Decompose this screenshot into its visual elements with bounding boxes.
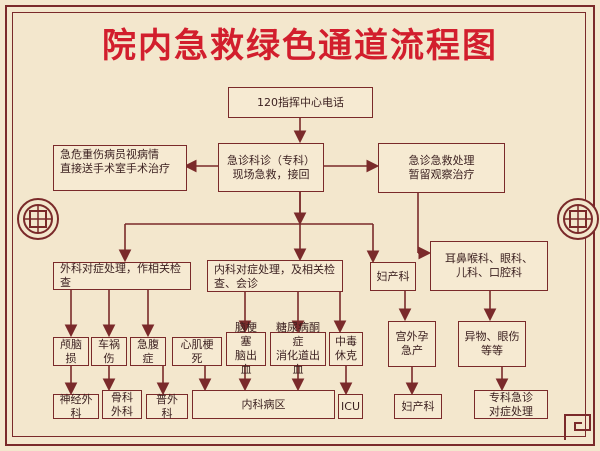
node-general-surgery: 普外科 (146, 393, 188, 420)
node-acute-abdomen: 急腹症 (130, 337, 166, 366)
node-internal-ward: 内科病区 (192, 390, 335, 419)
left-ornament-icon (17, 198, 59, 240)
node-dka-gi-bleed: 糖尿病酮症 消化道出血 (270, 321, 326, 376)
page-title: 院内急救绿色通道流程图 (102, 26, 498, 66)
node-ectopic-delivery: 宫外孕 急产 (388, 321, 436, 367)
node-ent-eye-peds-dental: 耳鼻喉科、眼科、 儿科、口腔科 (430, 241, 548, 291)
node-mi: 心肌梗死 (172, 337, 222, 366)
node-stroke: 脑梗塞 脑出血 (226, 321, 266, 376)
node-neurosurgery: 神经外科 (53, 393, 99, 420)
node-internal-treatment: 内科对症处理，及相关检 查、会诊 (207, 260, 343, 292)
node-icu: ICU (338, 394, 363, 419)
corner-ornament-icon (564, 414, 591, 440)
node-orthopedics: 骨科 外科 (102, 390, 142, 419)
node-er-diagnosis: 急诊科诊（专科） 现场急救，接回 (218, 143, 324, 192)
node-direct-surgery: 急危重伤病员视病情 直接送手术室手术治疗 (53, 145, 187, 191)
node-surgery-treatment: 外科对症处理，作相关检查 (53, 262, 191, 290)
node-head-injury: 颅脑损 (53, 337, 89, 366)
node-foreign-eye-injury: 异物、眼伤 等等 (458, 321, 526, 367)
node-120-call: 120指挥中心电话 (228, 87, 373, 118)
node-gynecology: 妇产科 (370, 262, 416, 291)
right-ornament-icon (557, 198, 599, 240)
node-specialty-emergency: 专科急诊 对症处理 (474, 390, 548, 419)
node-traffic-injury: 车祸伤 (91, 337, 127, 366)
node-er-observation: 急诊急救处理 暂留观察治疗 (378, 143, 505, 193)
node-gynecology-ward: 妇产科 (394, 394, 442, 419)
node-poison-shock: 中毒 休克 (329, 332, 363, 366)
